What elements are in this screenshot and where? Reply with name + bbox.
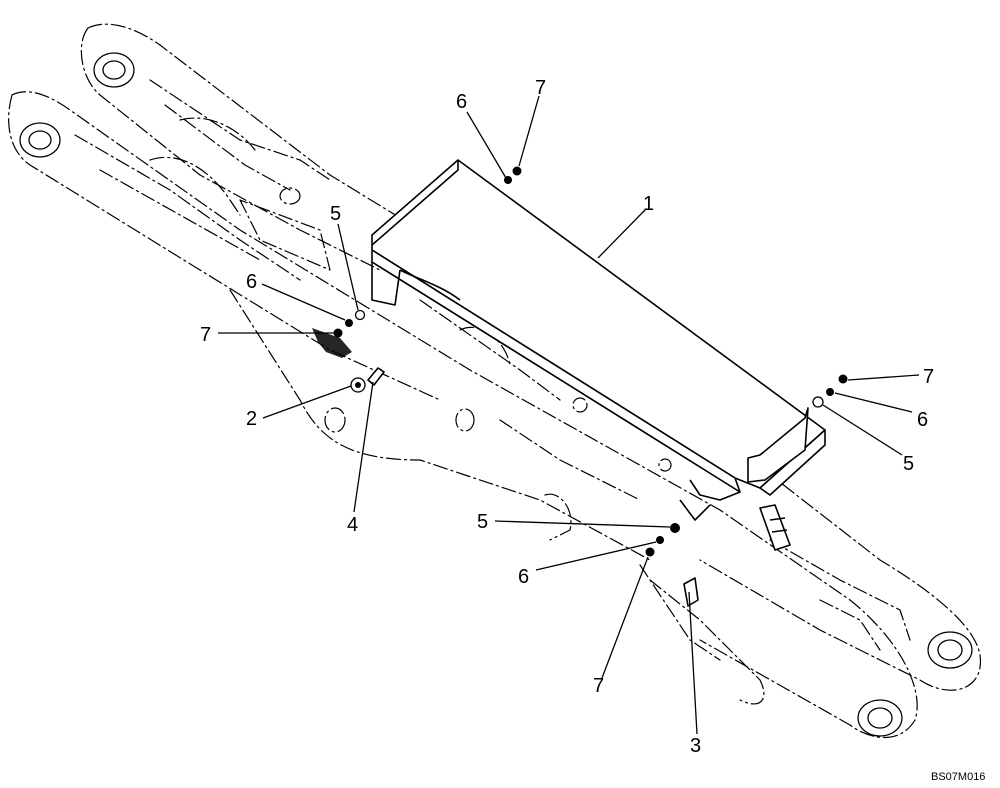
callout-7-top: 7 (535, 77, 546, 99)
callout-1: 1 (643, 193, 654, 215)
bolt-5-left (354, 309, 366, 321)
pivot-bushings (19, 52, 973, 737)
pin-part-4 (367, 367, 385, 386)
bolt-5-right (812, 396, 824, 408)
leader-lines (218, 95, 920, 735)
decal (312, 328, 352, 358)
washer-6-lower (656, 536, 664, 544)
nut-7-right (838, 374, 848, 384)
washer-6-left (345, 319, 353, 327)
callout-6-top: 6 (456, 91, 467, 113)
bracket-part-3 (683, 577, 699, 607)
nut-7-top (512, 166, 522, 176)
bolt-5-lower (670, 523, 680, 533)
hardware (312, 166, 848, 607)
nut-7-left (333, 328, 343, 338)
callout-7-right: 7 (923, 366, 934, 388)
cover-shield-part-1 (371, 159, 826, 521)
drawing-code: BS07M016 (931, 771, 985, 783)
nut-7-lower (645, 547, 655, 557)
washer-6-right (826, 388, 834, 396)
callout-6-right: 6 (917, 409, 928, 431)
callout-7-lower: 7 (593, 675, 604, 697)
callout-2: 2 (246, 408, 257, 430)
callout-labels: 1 6 7 5 6 7 2 4 7 6 5 5 6 7 3 (200, 77, 934, 757)
callout-5-lower: 5 (477, 511, 488, 533)
callout-6-lower: 6 (518, 566, 529, 588)
lift-arm-frame-phantom (8, 23, 982, 739)
callout-5-right: 5 (903, 453, 914, 475)
callout-4: 4 (347, 514, 358, 536)
callout-7-left: 7 (200, 324, 211, 346)
callout-5-left: 5 (330, 203, 341, 225)
callout-3: 3 (690, 735, 701, 757)
callout-6-left: 6 (246, 271, 257, 293)
